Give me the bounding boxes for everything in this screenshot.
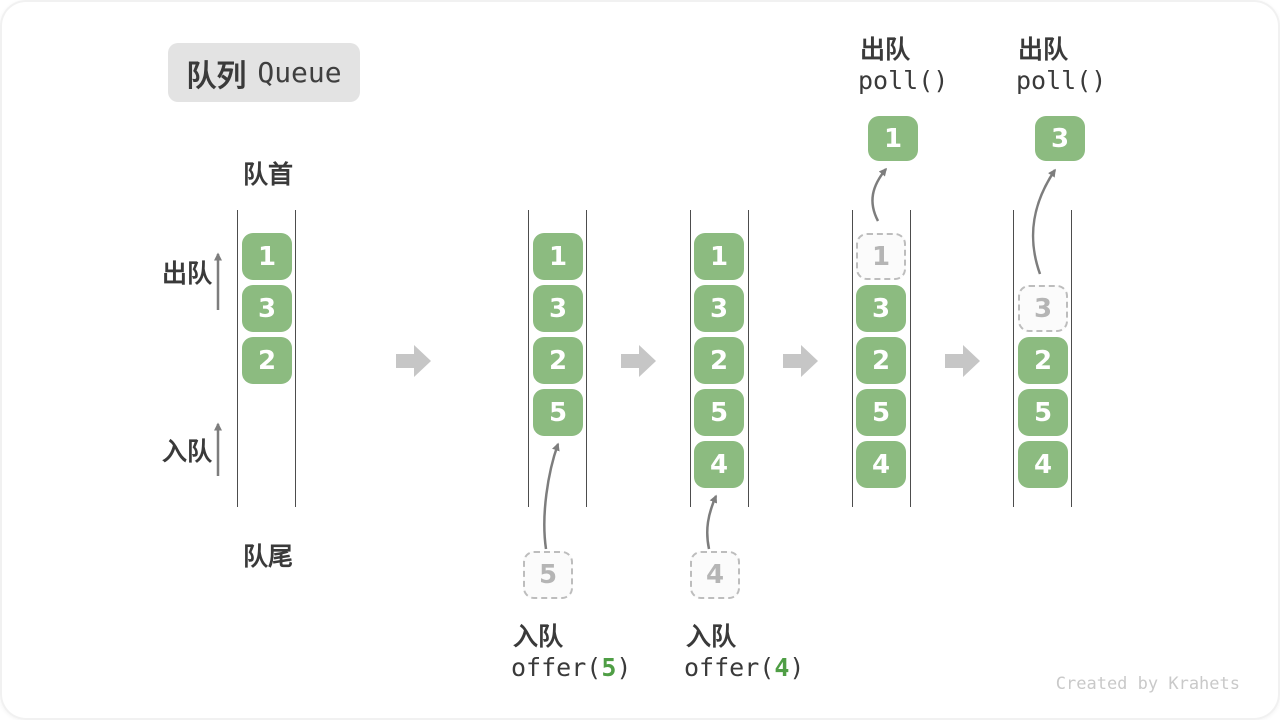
queue-cell: 3: [242, 285, 292, 332]
queue-column-3: [690, 210, 749, 507]
queue-column-1: [237, 210, 296, 507]
queue-cell: 1: [242, 233, 292, 280]
queue-column-5: [1013, 210, 1072, 507]
queue-cell: 1: [533, 233, 583, 280]
step-transition-arrow-icon: [783, 345, 818, 377]
queue-cell: 5: [533, 389, 583, 436]
title-zh: 队列: [186, 59, 247, 93]
queue-column-4: [852, 210, 911, 507]
offer2-code-post: ): [789, 653, 805, 682]
queue-cell: 2: [856, 337, 906, 384]
queue-cell: 2: [242, 337, 292, 384]
title-en: Queue: [257, 56, 342, 89]
offer2-code-pre: offer(: [684, 653, 775, 682]
step-transition-arrow-icon: [945, 345, 980, 377]
title-box: 队列 Queue: [168, 43, 360, 102]
offer1-label: 入队: [513, 623, 564, 651]
queue-cell: 4: [1018, 441, 1068, 488]
offer1-code-post: ): [616, 653, 632, 682]
queue-cell: 1: [694, 233, 744, 280]
offer1-code-pre: offer(: [511, 653, 602, 682]
offer1-code: offer(5): [511, 653, 631, 682]
polled-element: 1: [868, 116, 918, 161]
polled-element: 3: [1035, 116, 1085, 161]
poll1-label: 出队: [860, 36, 911, 64]
queue-cell: 2: [694, 337, 744, 384]
queue-column-2: [528, 210, 587, 507]
queue-cell: 3: [856, 285, 906, 332]
queue-cell-ghost: 1: [856, 233, 906, 280]
offer2-label: 入队: [686, 623, 737, 651]
queue-cell: 3: [694, 285, 744, 332]
watermark: Created by Krahets: [1055, 674, 1240, 694]
queue-cell: 5: [1018, 389, 1068, 436]
incoming-element: 4: [690, 551, 740, 599]
queue-rear-label: 队尾: [242, 543, 293, 571]
poll2-code: poll(): [1016, 66, 1107, 95]
offer2-code: offer(4): [684, 653, 804, 682]
incoming-element: 5: [523, 551, 573, 599]
queue-cell: 2: [533, 337, 583, 384]
queue-cell: 4: [856, 441, 906, 488]
queue-cell: 3: [533, 285, 583, 332]
poll2-label: 出队: [1018, 36, 1069, 64]
offer2-code-arg: 4: [774, 653, 790, 682]
queue-cell: 2: [1018, 337, 1068, 384]
dequeue-side-label: 出队: [161, 260, 212, 288]
enqueue-side-label: 入队: [161, 438, 212, 466]
step-transition-arrow-icon: [621, 345, 656, 377]
queue-front-label: 队首: [242, 161, 293, 189]
queue-cell: 5: [694, 389, 744, 436]
step-transition-arrow-icon: [396, 345, 431, 377]
queue-cell: 5: [856, 389, 906, 436]
queue-cell-ghost: 3: [1018, 285, 1068, 332]
poll1-code: poll(): [858, 66, 949, 95]
offer1-code-arg: 5: [601, 653, 617, 682]
queue-cell: 4: [694, 441, 744, 488]
